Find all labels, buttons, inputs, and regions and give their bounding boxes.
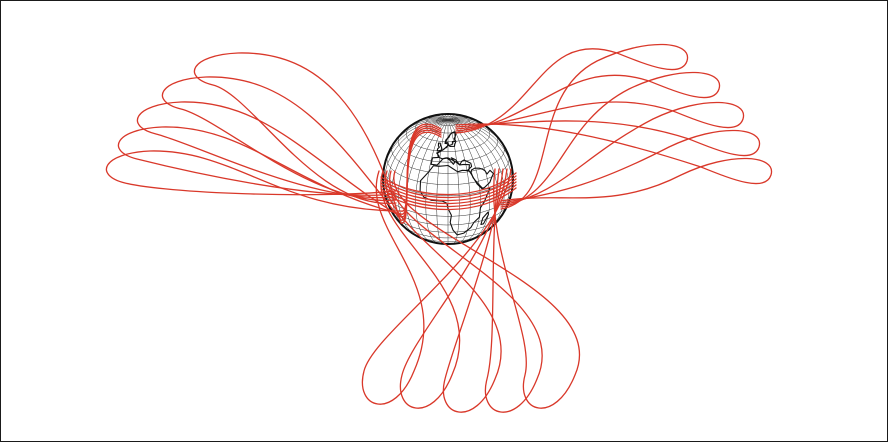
meridian-line (436, 120, 449, 244)
landmass-africa (419, 164, 491, 236)
orbit-equatorial-track (380, 178, 517, 202)
orbit-lobe-lower (393, 168, 580, 409)
orbit-lobe-lower (388, 168, 543, 413)
orbit-lobe-right (455, 71, 721, 208)
meridian-line (447, 119, 471, 244)
parallel-line (386, 155, 510, 185)
orbit-lobe-lower (380, 168, 508, 409)
meridian-line (415, 119, 449, 243)
orbit-lobe-right (455, 123, 773, 202)
orbit-equatorial-track (380, 175, 517, 199)
parallel-line (391, 143, 505, 174)
parallel-line (383, 166, 513, 197)
orbit-equatorial-track (380, 184, 517, 208)
landmass-madagascar (480, 211, 489, 226)
orbit-equatorial-track (380, 172, 517, 196)
orbit-lobe-right (455, 120, 761, 204)
orbit-lobe-right (455, 43, 689, 210)
parallel-line (397, 132, 499, 163)
orbit-lobe-lower (384, 168, 504, 413)
parallel-line (405, 124, 491, 152)
meridian-line (447, 120, 460, 244)
orbit-tracks (105, 43, 773, 413)
meridian-line (447, 119, 491, 241)
parallel-line (425, 114, 471, 134)
globe-landmasses (419, 131, 495, 236)
landmass-arabia (470, 167, 495, 189)
orbit-lobe-lower (361, 168, 512, 405)
parallel-line (436, 115, 460, 127)
orbit-equatorial-track (380, 187, 517, 211)
meridian-line (425, 119, 449, 244)
landmass-scand (444, 131, 457, 147)
orbit-equatorial-track (380, 181, 517, 205)
landmass-uk (436, 142, 443, 152)
orbit-lobe-right (455, 101, 745, 206)
